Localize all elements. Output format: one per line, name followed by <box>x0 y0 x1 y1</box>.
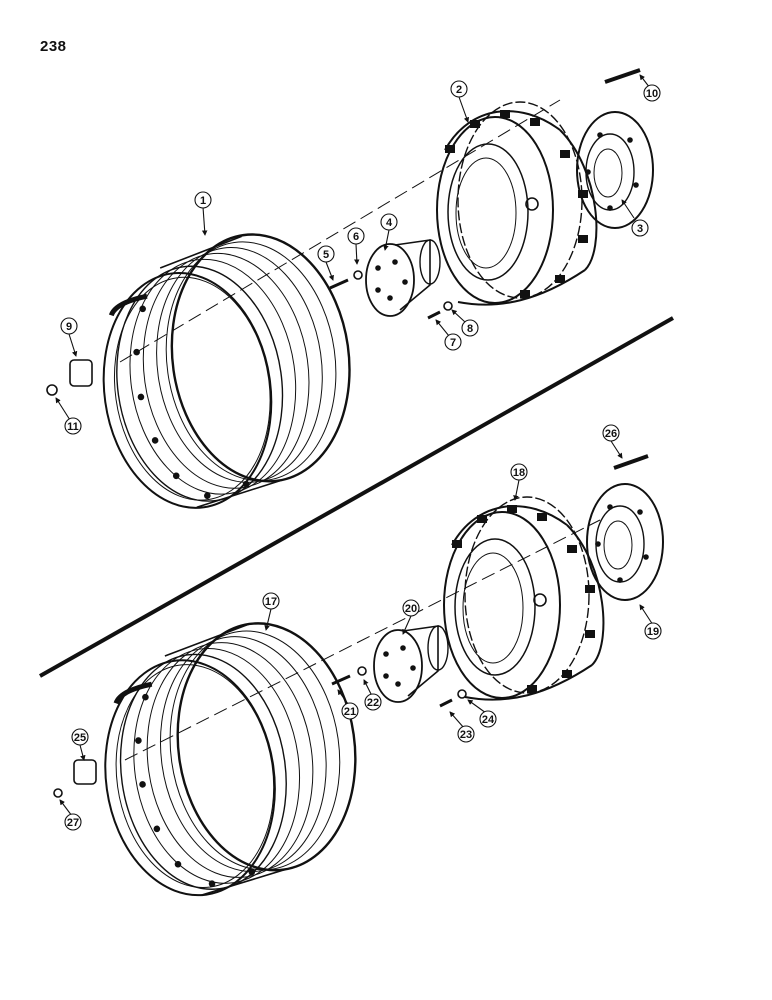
bolt-7 <box>427 310 441 320</box>
callout-23: 23 <box>460 729 472 741</box>
callout-1: 1 <box>200 195 206 207</box>
callout-4: 4 <box>386 217 393 229</box>
callout-10: 10 <box>646 88 658 100</box>
assembly-divider-line <box>39 316 674 678</box>
callout-20: 20 <box>405 603 417 615</box>
plate-3 <box>576 111 654 229</box>
upper-assembly <box>46 68 654 509</box>
flange-20 <box>373 625 449 703</box>
bolt-26 <box>613 454 649 470</box>
callout-18: 18 <box>513 467 525 479</box>
callout-6: 6 <box>353 231 359 243</box>
washer-8 <box>443 301 453 311</box>
hub-2 <box>436 101 598 306</box>
callout-2: 2 <box>456 84 462 96</box>
rim-17 <box>104 622 357 897</box>
bolt-10 <box>604 68 641 84</box>
upper-centerline <box>119 99 561 363</box>
callout-11: 11 <box>67 421 79 433</box>
hub-18 <box>443 496 605 701</box>
callout-8: 8 <box>467 323 473 335</box>
callout-labels: 1 2 3 4 5 6 7 8 9 10 11 17 18 19 20 21 2… <box>66 84 659 829</box>
callout-9: 9 <box>66 321 72 333</box>
washer-22 <box>357 666 367 676</box>
bolt-21 <box>331 674 351 686</box>
clamp-9 <box>69 359 93 387</box>
callouts <box>55 74 662 831</box>
rim-1 <box>102 233 351 509</box>
plate-19 <box>586 483 664 601</box>
callout-22: 22 <box>367 697 379 709</box>
callout-3: 3 <box>637 223 643 235</box>
callout-7: 7 <box>450 337 456 349</box>
washer-24 <box>457 689 467 699</box>
callout-21: 21 <box>344 706 356 718</box>
lower-assembly <box>53 454 664 897</box>
callout-5: 5 <box>323 249 329 261</box>
bolt-23 <box>439 698 453 708</box>
nut-11 <box>46 384 58 396</box>
lower-centerline <box>124 519 601 761</box>
page-number: 238 <box>40 38 67 55</box>
callout-24: 24 <box>482 714 495 726</box>
nut-27 <box>53 788 63 798</box>
bolt-5 <box>329 278 349 290</box>
callout-25: 25 <box>74 732 86 744</box>
callout-17: 17 <box>265 596 277 608</box>
clamp-25 <box>73 759 97 785</box>
callout-19: 19 <box>647 626 659 638</box>
callout-27: 27 <box>67 817 79 829</box>
callout-26: 26 <box>605 428 617 440</box>
flange-4 <box>365 239 441 317</box>
washer-6 <box>353 270 363 280</box>
